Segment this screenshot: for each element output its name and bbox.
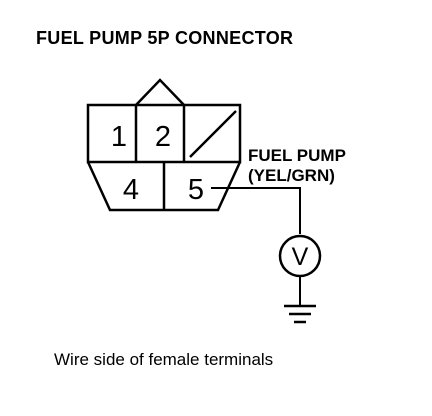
- diagram-caption: Wire side of female terminals: [54, 350, 274, 369]
- wire-color-code: (YEL/GRN): [248, 166, 335, 185]
- terminal-1-label: 1: [111, 121, 127, 153]
- wire-label: FUEL PUMP (YEL/GRN): [248, 146, 346, 186]
- diagram-title: FUEL PUMP 5P CONNECTOR: [36, 28, 294, 48]
- probe-wire: [211, 187, 301, 234]
- wire-name: FUEL PUMP: [248, 146, 346, 165]
- terminal-4-label: 4: [123, 174, 139, 206]
- terminal-5-label: 5: [188, 174, 204, 206]
- ground-icon: [284, 304, 316, 324]
- connector-key-tab: [135, 78, 185, 106]
- voltmeter-symbol: V: [292, 243, 309, 271]
- connector-body: [86, 78, 242, 212]
- terminal-2-label: 2: [155, 121, 171, 153]
- voltmeter-icon: V: [278, 234, 322, 278]
- empty-cavity-mark: [189, 110, 237, 158]
